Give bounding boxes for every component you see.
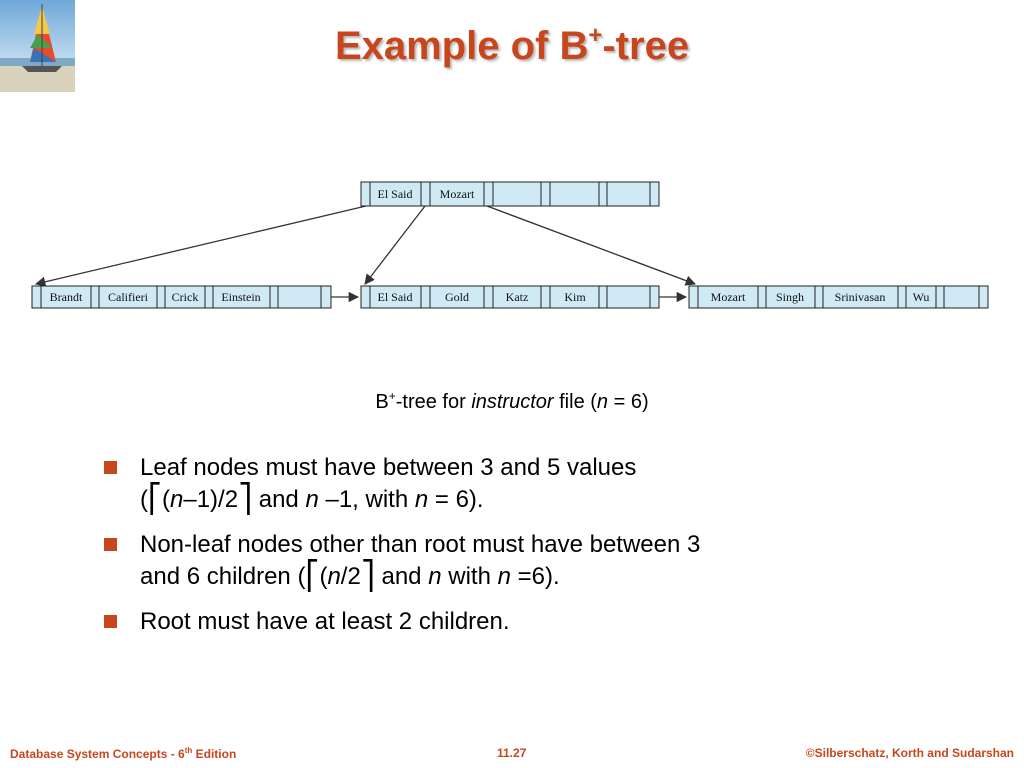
bullet-square-icon bbox=[104, 461, 117, 474]
bullet-item-leaf-nodes: Leaf nodes must have between 3 and 5 val… bbox=[104, 452, 824, 516]
leaf-2-key-1: El Said bbox=[378, 290, 413, 304]
root-key-1: El Said bbox=[378, 187, 413, 201]
bplus-tree-diagram: El Said Mozart Brandt Califieri Crick Ei… bbox=[31, 181, 989, 309]
leaf-3-key-3: Srinivasan bbox=[835, 290, 886, 304]
slide-title: Example of B+-tree bbox=[334, 22, 690, 68]
leaf-1-key-2: Califieri bbox=[108, 290, 149, 304]
bullet-square-icon bbox=[104, 538, 117, 551]
footer-copyright: ©Silberschatz, Korth and Sudarshan bbox=[805, 746, 1014, 760]
leaf-3-key-4: Wu bbox=[913, 290, 930, 304]
root-key-2: Mozart bbox=[440, 187, 475, 201]
leaf-1-key-3: Crick bbox=[172, 290, 199, 304]
ceiling-right-icon: ⎤ bbox=[238, 483, 253, 514]
bullet-item-root: Root must have at least 2 children. bbox=[104, 606, 824, 638]
leaf-3-key-1: Mozart bbox=[711, 290, 746, 304]
sailboat-logo-icon bbox=[0, 0, 75, 92]
edge-root-to-leaf-2 bbox=[364, 205, 426, 285]
root-node: El Said Mozart bbox=[360, 181, 660, 207]
leaf-1-key-1: Brandt bbox=[50, 290, 83, 304]
leaf-2-key-4: Kim bbox=[564, 290, 586, 304]
leaf-3-key-2: Singh bbox=[776, 290, 804, 304]
leaf-node-3: Mozart Singh Srinivasan Wu bbox=[688, 285, 989, 309]
footer-book-title: Database System Concepts - 6th Edition bbox=[10, 746, 237, 761]
diagram-caption: B+-tree for instructor file (n = 6) bbox=[375, 389, 649, 413]
edge-root-to-leaf-3 bbox=[486, 205, 696, 286]
ceiling-left-icon: ⎡ bbox=[305, 560, 320, 591]
bullet-square-icon bbox=[104, 615, 117, 628]
leaf-node-2: El Said Gold Katz Kim bbox=[360, 285, 660, 309]
bullet-list: Leaf nodes must have between 3 and 5 val… bbox=[104, 452, 824, 651]
bullet-item-non-leaf-nodes: Non-leaf nodes other than root must have… bbox=[104, 529, 824, 593]
footer-slide-number: 11.27 bbox=[497, 746, 527, 760]
edge-root-to-leaf-1 bbox=[34, 205, 367, 287]
ceiling-left-icon: ⎡ bbox=[148, 483, 162, 514]
leaf-1-key-4: Einstein bbox=[221, 290, 260, 304]
leaf-node-1: Brandt Califieri Crick Einstein bbox=[31, 285, 332, 309]
ceiling-right-icon: ⎤ bbox=[360, 560, 375, 591]
leaf-2-key-2: Gold bbox=[445, 290, 469, 304]
leaf-2-key-3: Katz bbox=[506, 290, 529, 304]
